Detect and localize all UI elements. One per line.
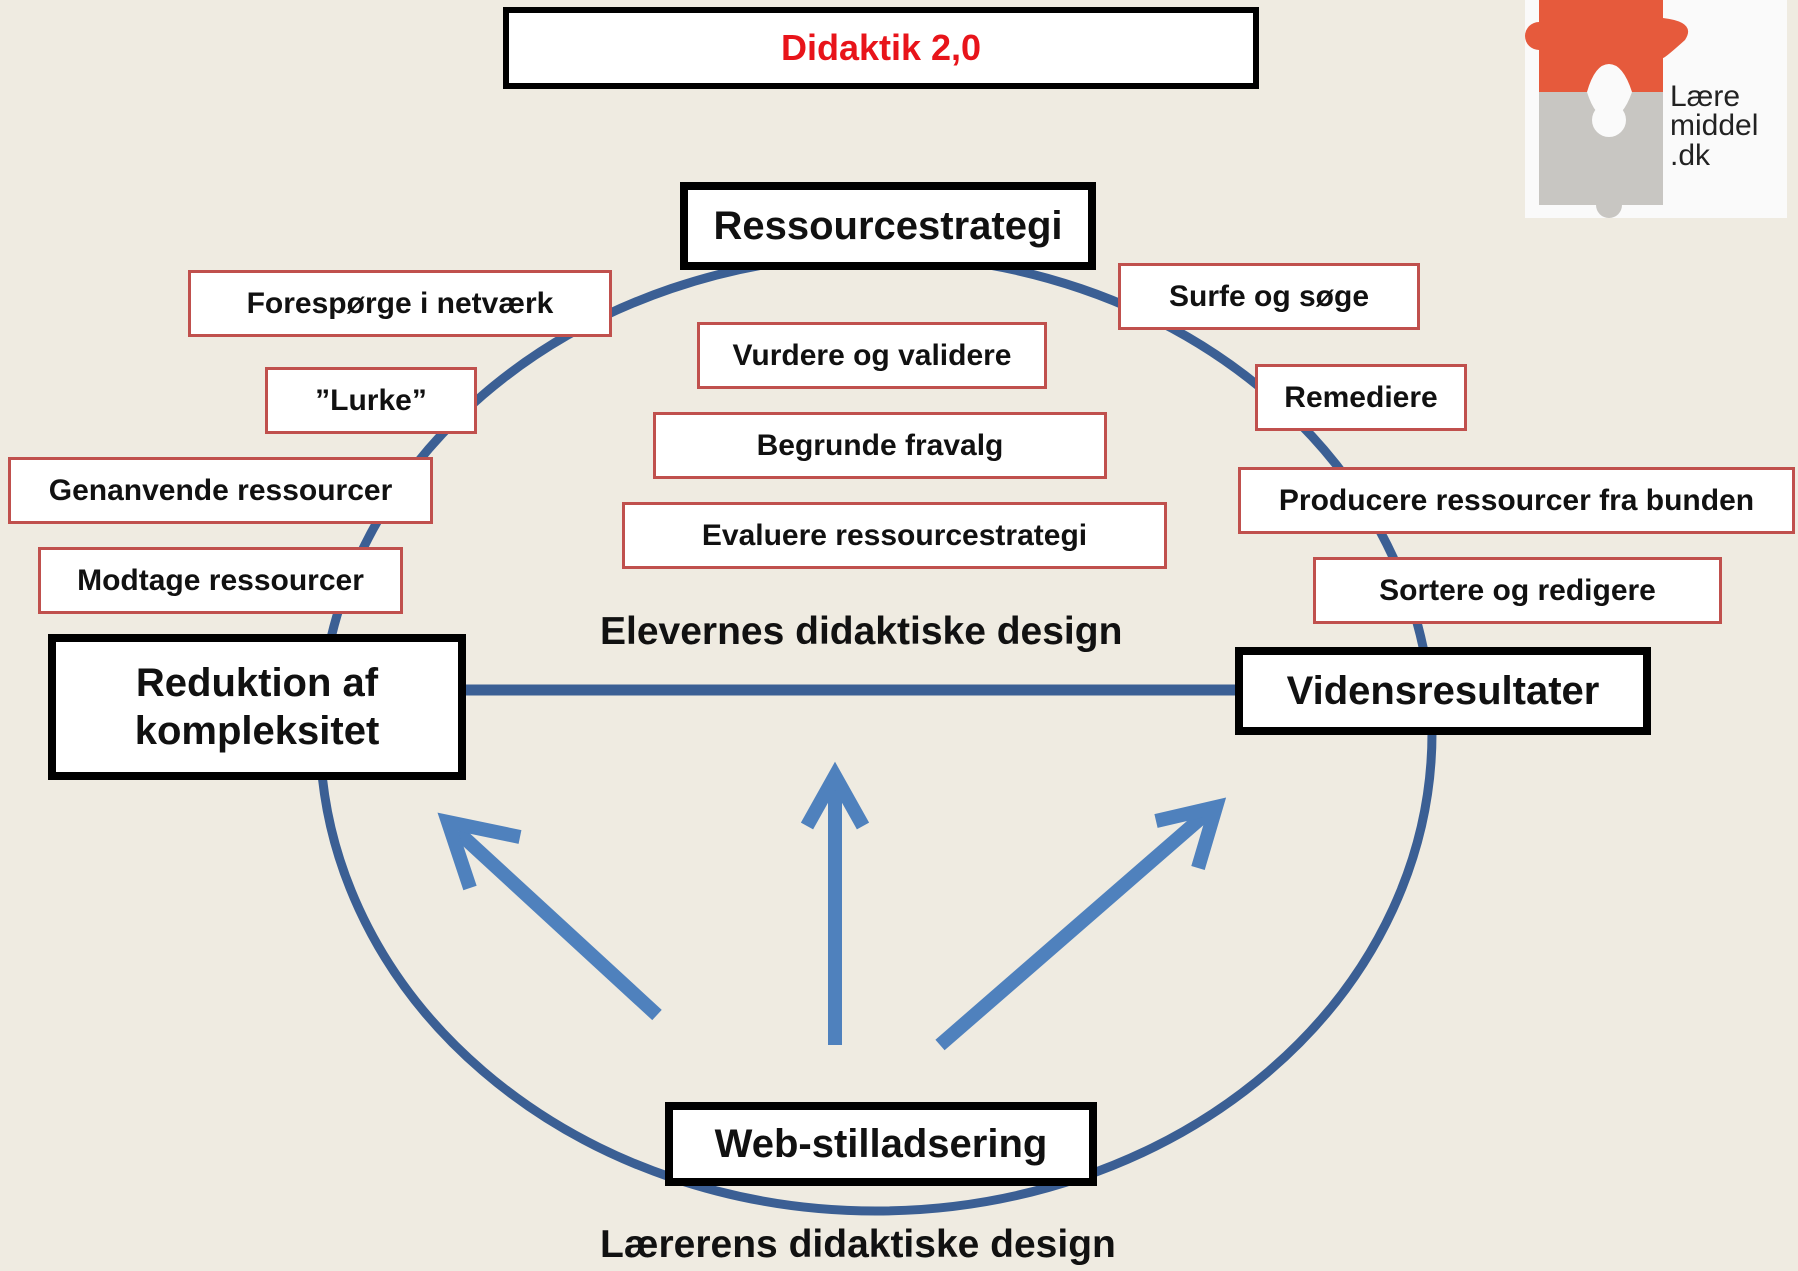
- item-label: Vurdere og validere: [732, 338, 1012, 372]
- item-begrunde-fravalg: Begrunde fravalg: [653, 412, 1107, 479]
- node-reduktion-af-kompleksitet: Reduktion af kompleksitet: [48, 634, 466, 780]
- item-vurdere-og-validere: Vurdere og validere: [697, 322, 1047, 389]
- arrow-up: [800, 761, 870, 1045]
- item-modtage-ressourcer: Modtage ressourcer: [38, 547, 403, 614]
- label-elevernes-didaktiske-design: Elevernes didaktiske design: [600, 610, 1123, 653]
- laeremiddel-logo: Lære middel .dk: [1525, 0, 1787, 218]
- item-lurke: ”Lurke”: [265, 367, 477, 434]
- item-sortere-og-redigere: Sortere og redigere: [1313, 557, 1722, 624]
- item-remediere: Remediere: [1255, 364, 1467, 431]
- node-label: Vidensresultater: [1286, 669, 1600, 713]
- item-surfe-og-soge: Surfe og søge: [1118, 263, 1420, 330]
- item-label: Forespørge i netværk: [246, 286, 554, 320]
- title-box: Didaktik 2,0: [503, 7, 1259, 89]
- title-text: Didaktik 2,0: [780, 27, 982, 69]
- node-label: Reduktion af kompleksitet: [134, 661, 380, 753]
- item-label: Begrunde fravalg: [756, 428, 1004, 462]
- node-label: Web-stilladsering: [714, 1122, 1048, 1166]
- logo-text: Lære middel .dk: [1670, 80, 1759, 172]
- item-label: Evaluere ressourcestrategi: [701, 518, 1088, 552]
- node-ressourcestrategi: Ressourcestrategi: [680, 182, 1096, 270]
- item-evaluere-ressourcestrategi: Evaluere ressourcestrategi: [622, 502, 1167, 569]
- puzzle-icon: [1525, 0, 1689, 218]
- label-laererens-didaktiske-design: Lærerens didaktiske design: [600, 1223, 1116, 1266]
- item-label: Producere ressourcer fra bunden: [1278, 483, 1755, 517]
- item-label: Surfe og søge: [1168, 279, 1370, 313]
- node-label: Ressourcestrategi: [713, 204, 1063, 248]
- item-label: Modtage ressourcer: [77, 563, 364, 597]
- node-web-stilladsering: Web-stilladsering: [665, 1102, 1097, 1186]
- item-label: Remediere: [1284, 380, 1438, 414]
- item-label: Genanvende ressourcer: [48, 473, 393, 507]
- item-foresporge-i-netvaerk: Forespørge i netværk: [188, 270, 612, 337]
- arrow-up-left: [437, 812, 662, 1021]
- node-vidensresultater: Vidensresultater: [1235, 647, 1651, 735]
- item-producere-ressourcer-fra-bunden: Producere ressourcer fra bunden: [1238, 467, 1795, 534]
- item-label: Sortere og redigere: [1379, 573, 1656, 607]
- item-genanvende-ressourcer: Genanvende ressourcer: [8, 457, 433, 524]
- arrow-up-right: [935, 797, 1227, 1051]
- item-label: ”Lurke”: [315, 383, 427, 417]
